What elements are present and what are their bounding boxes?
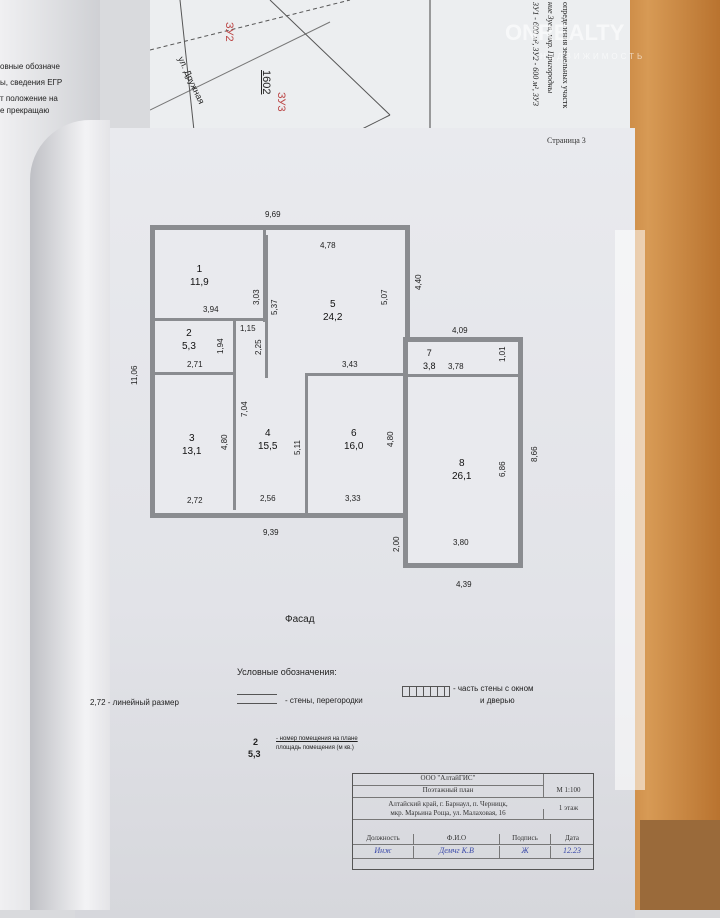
- dimension: 9,39: [263, 528, 279, 537]
- address-line-1: Алтайский край, г. Барнаул, п. Черницк,: [388, 800, 508, 808]
- dimension: 3,43: [342, 360, 358, 369]
- dimension: 2,00: [392, 536, 401, 552]
- dimension: 2,56: [260, 494, 276, 503]
- page-curl: [30, 120, 110, 910]
- parcel-label: ЗУ2: [223, 22, 235, 42]
- partition: [305, 373, 405, 376]
- dimension: 2,25: [254, 339, 263, 355]
- dimension: 8,66: [530, 446, 539, 462]
- legend-sample-area: 5,3: [248, 749, 261, 759]
- parcel-lines: [150, 0, 431, 140]
- dimension: 11,06: [130, 365, 139, 385]
- dimension: 4,40: [414, 274, 423, 290]
- dimension: 2,72: [187, 496, 203, 505]
- dimension: 7,04: [240, 401, 249, 417]
- window-door-symbol: [402, 686, 450, 697]
- dimension: 2,71: [187, 360, 203, 369]
- cadastral-sheet: ЗУ2 ЗУ3 1602 ул. Дружная определения зем…: [150, 0, 630, 140]
- dimension: 9,69: [265, 210, 281, 219]
- left-page-text: т положение на: [0, 94, 58, 103]
- dimension: 4,78: [320, 241, 336, 250]
- watermark-sub: НЕДВИЖИМОСТЬ: [540, 52, 646, 61]
- legend-window-door-2: и дверью: [480, 696, 515, 705]
- left-page-text: е прекращаю: [0, 106, 50, 115]
- header-signature: Подпись: [500, 834, 551, 845]
- address-line-2: мкр. Марьина Роща, ул. Малаховая, 16: [353, 809, 544, 820]
- partition: [155, 372, 235, 375]
- facade-label: Фасад: [285, 614, 315, 625]
- parcel-label: ЗУ3: [275, 92, 287, 112]
- dimension: 1,01: [498, 346, 507, 362]
- partition: [305, 373, 308, 513]
- extension-outer-wall: [403, 337, 523, 568]
- legend-window-door: - часть стены с окном: [453, 684, 534, 693]
- value-signature: Ж: [500, 846, 551, 859]
- value-date: 12.23: [551, 846, 593, 859]
- dimension: 3,94: [203, 305, 219, 314]
- house-outer-wall: [150, 225, 410, 518]
- wall-symbol: [237, 694, 277, 704]
- plastic-sleeve: [615, 230, 645, 790]
- dimension: 5,07: [380, 289, 389, 305]
- desk-edge: [640, 820, 720, 910]
- dimension: 3,33: [345, 494, 361, 503]
- company: ООО "АлтайГИС": [353, 774, 544, 786]
- partition: [233, 318, 236, 510]
- partition: [265, 235, 268, 378]
- header-date: Дата: [551, 834, 593, 845]
- dimension: 4,80: [386, 431, 395, 447]
- scale: М 1:100: [544, 786, 593, 798]
- legend-linear: 2,72 - линейный размер: [90, 698, 179, 707]
- legend-room-area-desc: площадь помещения (м кв.): [276, 745, 354, 751]
- left-page-text: ы, сведения ЕГР: [0, 78, 63, 87]
- dimension: 5,11: [293, 440, 302, 455]
- dimension: 5,37: [270, 299, 279, 315]
- dimension: 1,94: [216, 338, 225, 354]
- legend-walls: - стены, перегородки: [285, 696, 363, 705]
- partition: [408, 374, 518, 377]
- plan-title: Поэтажный план: [353, 786, 544, 798]
- dimension: 3,78: [448, 362, 464, 371]
- dimension: 3,03: [252, 289, 261, 305]
- dimension: 3,80: [453, 538, 469, 547]
- legend-title: Условные обозначения:: [237, 667, 337, 677]
- dimension: 1,15: [240, 324, 256, 333]
- page-label: Страница 3: [547, 136, 586, 145]
- left-page-text: овные обозначе: [0, 62, 60, 71]
- title-block: ООО "АлтайГИС" Поэтажный план М 1:100 Ал…: [352, 773, 594, 870]
- dimension: 4,80: [220, 434, 229, 450]
- dimension: 6,86: [498, 461, 507, 477]
- dimension: 4,39: [456, 580, 472, 589]
- value-name: Демчг К.В: [414, 846, 500, 859]
- header-name: Ф.И.О: [414, 834, 500, 845]
- dimension: 4,09: [452, 326, 468, 335]
- parcel-number: 1602: [260, 70, 272, 95]
- vertical-text: ние Зуев, мкр. Пригородны: [546, 2, 555, 94]
- vertical-text: ЗУ1 - 600 м², ЗУ2 - 600 м², ЗУ3: [531, 2, 540, 107]
- value-position: Инж: [353, 846, 414, 859]
- floor: 1 этаж: [544, 804, 593, 820]
- partition: [155, 318, 263, 321]
- legend-sample-num: 2: [253, 737, 259, 747]
- header-position: Должность: [353, 834, 414, 845]
- legend-room-num-desc: - номер помещения на плане: [276, 736, 358, 742]
- partition: [263, 230, 266, 322]
- watermark-brand: ONREALTY: [505, 20, 625, 45]
